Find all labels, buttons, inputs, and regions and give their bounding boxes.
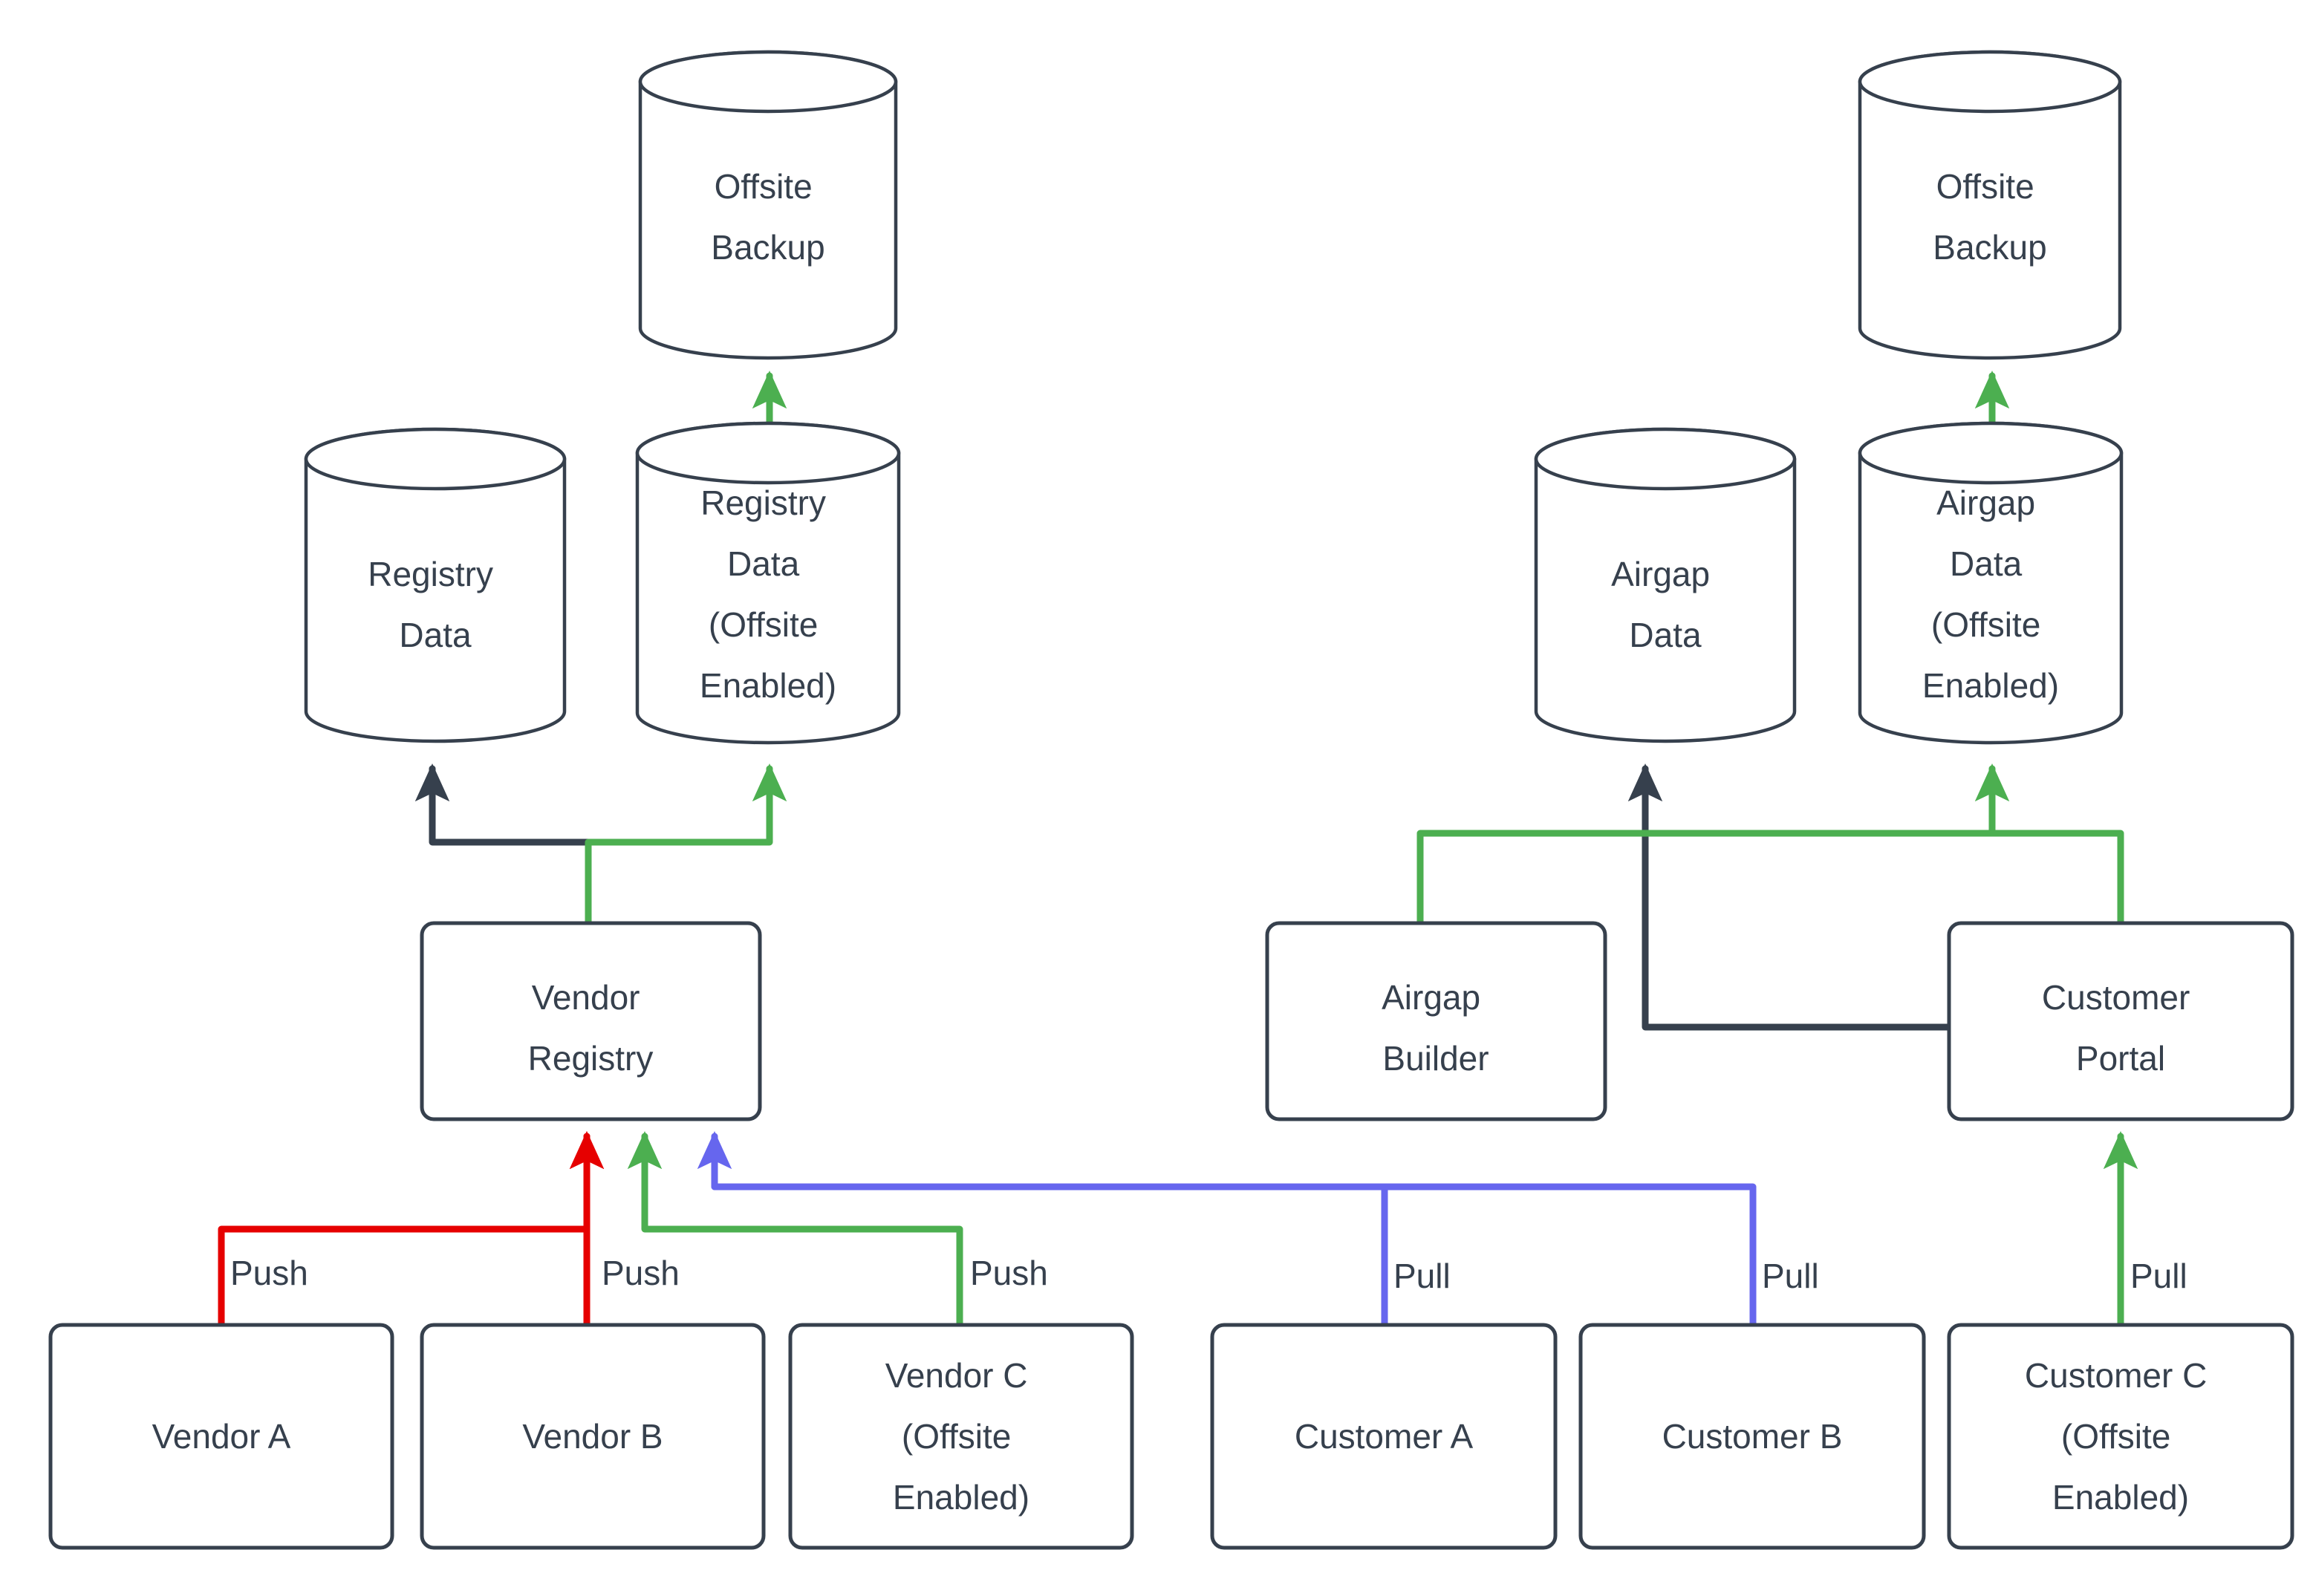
node-label: Vendor A [152,1417,291,1456]
edge-label-push-vendor-b: Push [602,1254,680,1292]
edge-label-pull-customer-b: Pull [1762,1257,1819,1295]
node-customer-b[interactable]: Customer B [1578,1323,1926,1550]
node-label: Customer C (Offsite Enabled) [2025,1356,2216,1517]
node-label: Customer Portal [2042,978,2199,1078]
node-label: Airgap Data (Offsite Enabled) [1922,483,2059,705]
node-vendor-c[interactable]: Vendor C (Offsite Enabled) [788,1323,1134,1550]
node-label: Offsite Backup [711,167,824,267]
edge-vendor-registry-to-registry-data-offsite [585,763,787,927]
node-label: Airgap Builder [1382,978,1490,1078]
node-label: Registry Data (Offsite Enabled) [700,483,836,705]
node-label: Vendor Registry [528,978,654,1078]
edge-vendor-c-to-vendor-registry [627,1131,963,1329]
node-label: Vendor C (Offsite Enabled) [885,1356,1038,1517]
node-customer-a[interactable]: Customer A [1210,1323,1558,1550]
edge-vendor-registry-to-registry-data [414,763,592,927]
node-registry-data-offsite[interactable]: Registry Data (Offsite Enabled) [635,421,901,745]
node-registry-data[interactable]: Registry Data [304,427,567,743]
edge-vendor-a-to-vendor-registry [218,1131,605,1329]
edge-airgap-builder-to-airgap-data-offsite [1416,763,2010,927]
node-airgap-data[interactable]: Airgap Data [1534,427,1797,743]
node-vendor-a[interactable]: Vendor A [48,1323,394,1550]
node-customer-portal[interactable]: Customer Portal [1947,921,2294,1121]
edge-label-push-vendor-a: Push [230,1254,308,1292]
node-label: Registry Data [368,555,503,654]
edge-label-pull-customer-c: Pull [2130,1257,2187,1295]
edge-customer-portal-to-airgap-data [1627,763,1953,1031]
node-label: Customer A [1295,1417,1474,1456]
node-label: Customer B [1662,1417,1843,1456]
edge-label-pull-customer-a: Pull [1393,1257,1451,1295]
node-airgap-data-offsite[interactable]: Airgap Data (Offsite Enabled) [1858,421,2124,745]
node-offsite-backup-left[interactable]: Offsite Backup [638,50,898,360]
node-label: Airgap Data [1611,555,1720,654]
node-airgap-builder[interactable]: Airgap Builder [1265,921,1607,1121]
node-vendor-b[interactable]: Vendor B [420,1323,766,1550]
edge-customer-portal-to-airgap-data-offsite [1988,830,2124,927]
node-label: Vendor B [522,1417,663,1456]
node-offsite-backup-right[interactable]: Offsite Backup [1858,50,2122,360]
edge-customer-b-to-vendor-registry [711,1183,1757,1329]
node-customer-c[interactable]: Customer C (Offsite Enabled) [1947,1323,2294,1550]
node-label: Offsite Backup [1933,167,2046,267]
edge-label-push-vendor-c: Push [970,1254,1048,1292]
node-vendor-registry[interactable]: Vendor Registry [420,921,762,1121]
